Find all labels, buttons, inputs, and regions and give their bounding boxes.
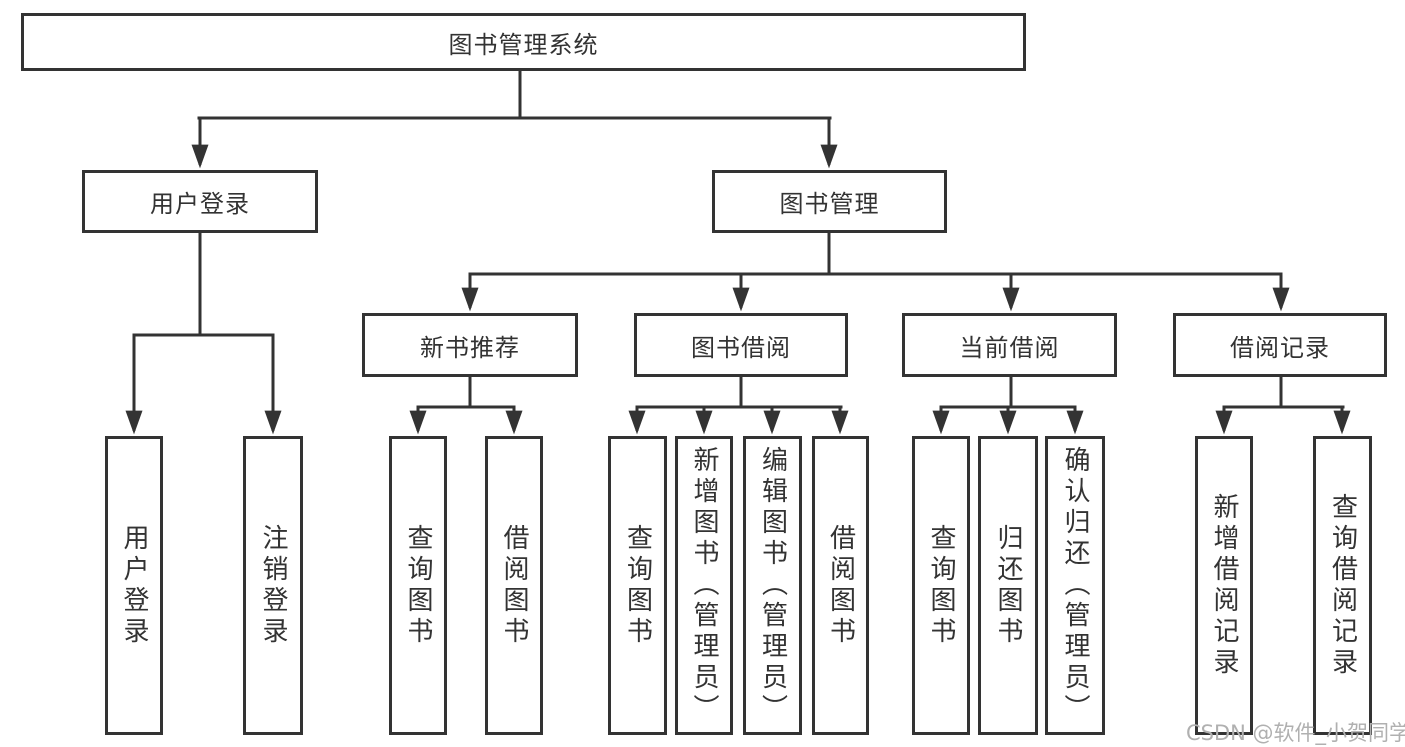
connector-trunks	[132, 66, 1345, 409]
node-current-borrowing: 当前借阅	[902, 313, 1117, 377]
node-user-login: 用户登录	[82, 170, 318, 233]
leaf-cb-confirm-return-admin-label: 确认归还（管理员）	[1060, 446, 1090, 725]
leaf-logout-label: 注销登录	[258, 523, 288, 648]
leaf-br-add-record: 新增借阅记录	[1195, 436, 1253, 735]
leaf-cb-return-books: 归还图书	[978, 436, 1038, 735]
leaf-bb-edit-books-admin: 编辑图书（管理员）	[743, 436, 802, 735]
watermark: CSDN @软件_小贺同学	[1186, 721, 1405, 745]
leaf-cb-query-books: 查询图书	[912, 436, 970, 735]
leaf-nb-query-books: 查询图书	[389, 436, 447, 735]
leaf-user-login-label: 用户登录	[119, 523, 149, 648]
leaf-br-query-record-label: 查询借阅记录	[1327, 492, 1358, 679]
leaf-nb-query-books-label: 查询图书	[403, 523, 433, 648]
leaf-nb-borrow-books-label: 借阅图书	[499, 523, 529, 648]
leaf-nb-borrow-books: 借阅图书	[485, 436, 543, 735]
node-new-book-recommend: 新书推荐	[362, 313, 578, 377]
node-book-management: 图书管理	[712, 170, 947, 233]
leaf-user-login: 用户登录	[105, 436, 163, 735]
leaf-cb-query-books-label: 查询图书	[926, 523, 956, 648]
leaf-logout: 注销登录	[243, 436, 303, 735]
connector-arrows	[125, 118, 1351, 435]
leaf-bb-add-books-admin: 新增图书（管理员）	[675, 436, 733, 735]
leaf-br-query-record: 查询借阅记录	[1313, 436, 1372, 735]
node-borrow-records: 借阅记录	[1173, 313, 1387, 377]
leaf-bb-query-books-label: 查询图书	[622, 523, 653, 648]
node-book-borrowing: 图书借阅	[634, 313, 848, 377]
leaf-bb-query-books: 查询图书	[608, 436, 667, 735]
leaf-bb-add-books-admin-label: 新增图书（管理员）	[689, 446, 719, 725]
leaf-cb-confirm-return-admin: 确认归还（管理员）	[1045, 436, 1105, 735]
leaf-bb-borrow-books: 借阅图书	[812, 436, 869, 735]
leaf-bb-edit-books-admin-label: 编辑图书（管理员）	[757, 446, 788, 725]
leaf-cb-return-books-label: 归还图书	[993, 523, 1023, 648]
node-root: 图书管理系统	[21, 13, 1026, 71]
leaf-br-add-record-label: 新增借阅记录	[1209, 492, 1239, 679]
leaf-bb-borrow-books-label: 借阅图书	[825, 523, 856, 648]
